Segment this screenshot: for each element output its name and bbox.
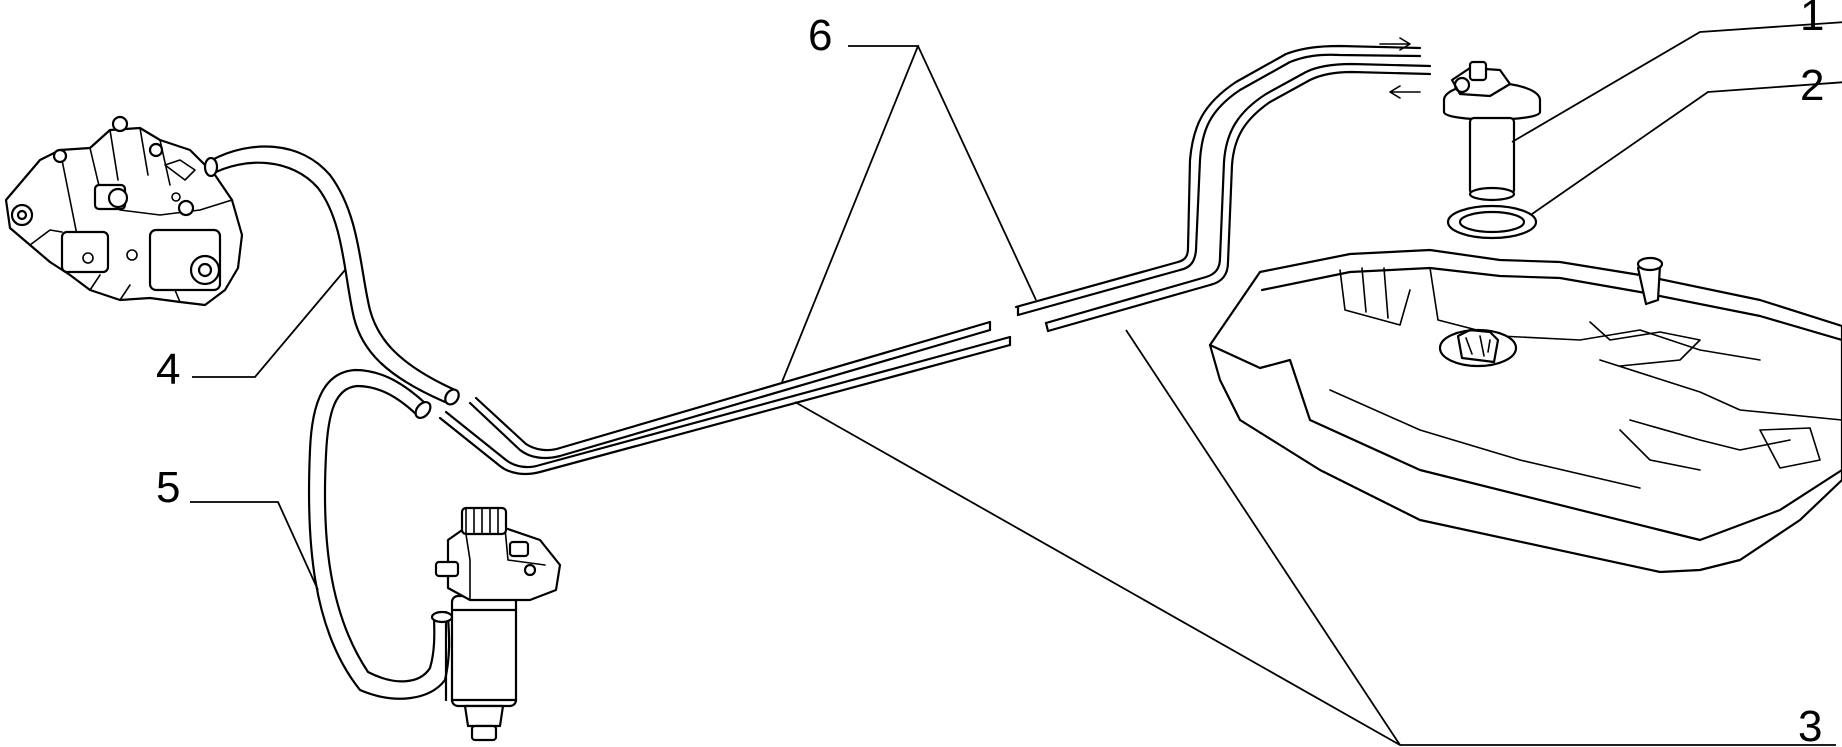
leader-lines: [190, 21, 1842, 746]
callout-1: 1: [1800, 0, 1824, 40]
fuel-level-sender-icon: [1379, 37, 1542, 202]
leader-1: [1511, 21, 1842, 143]
callout-4: 4: [156, 345, 180, 394]
callout-3: 3: [1798, 702, 1822, 747]
fuel-filter-icon: [430, 506, 562, 742]
leader-2: [1531, 81, 1842, 215]
fuel-pipe-icon: [438, 44, 1432, 476]
leader-5: [190, 501, 319, 591]
leader-6-a: [781, 45, 920, 383]
leader-4: [192, 269, 346, 378]
callout-labels: 1 2 3 4 5 6: [156, 0, 1824, 747]
hose-5-icon: [307, 368, 451, 700]
injection-pump-icon: [4, 115, 244, 307]
hose-4-icon: [203, 145, 460, 406]
leader-3-b: [1125, 329, 1401, 746]
callout-5: 5: [156, 463, 180, 512]
fuel-tank-icon: [1208, 248, 1842, 574]
callout-6: 6: [808, 11, 832, 60]
leader-6-b: [917, 45, 1037, 301]
callout-2: 2: [1800, 61, 1824, 110]
seal-ring-icon: [1446, 204, 1538, 240]
